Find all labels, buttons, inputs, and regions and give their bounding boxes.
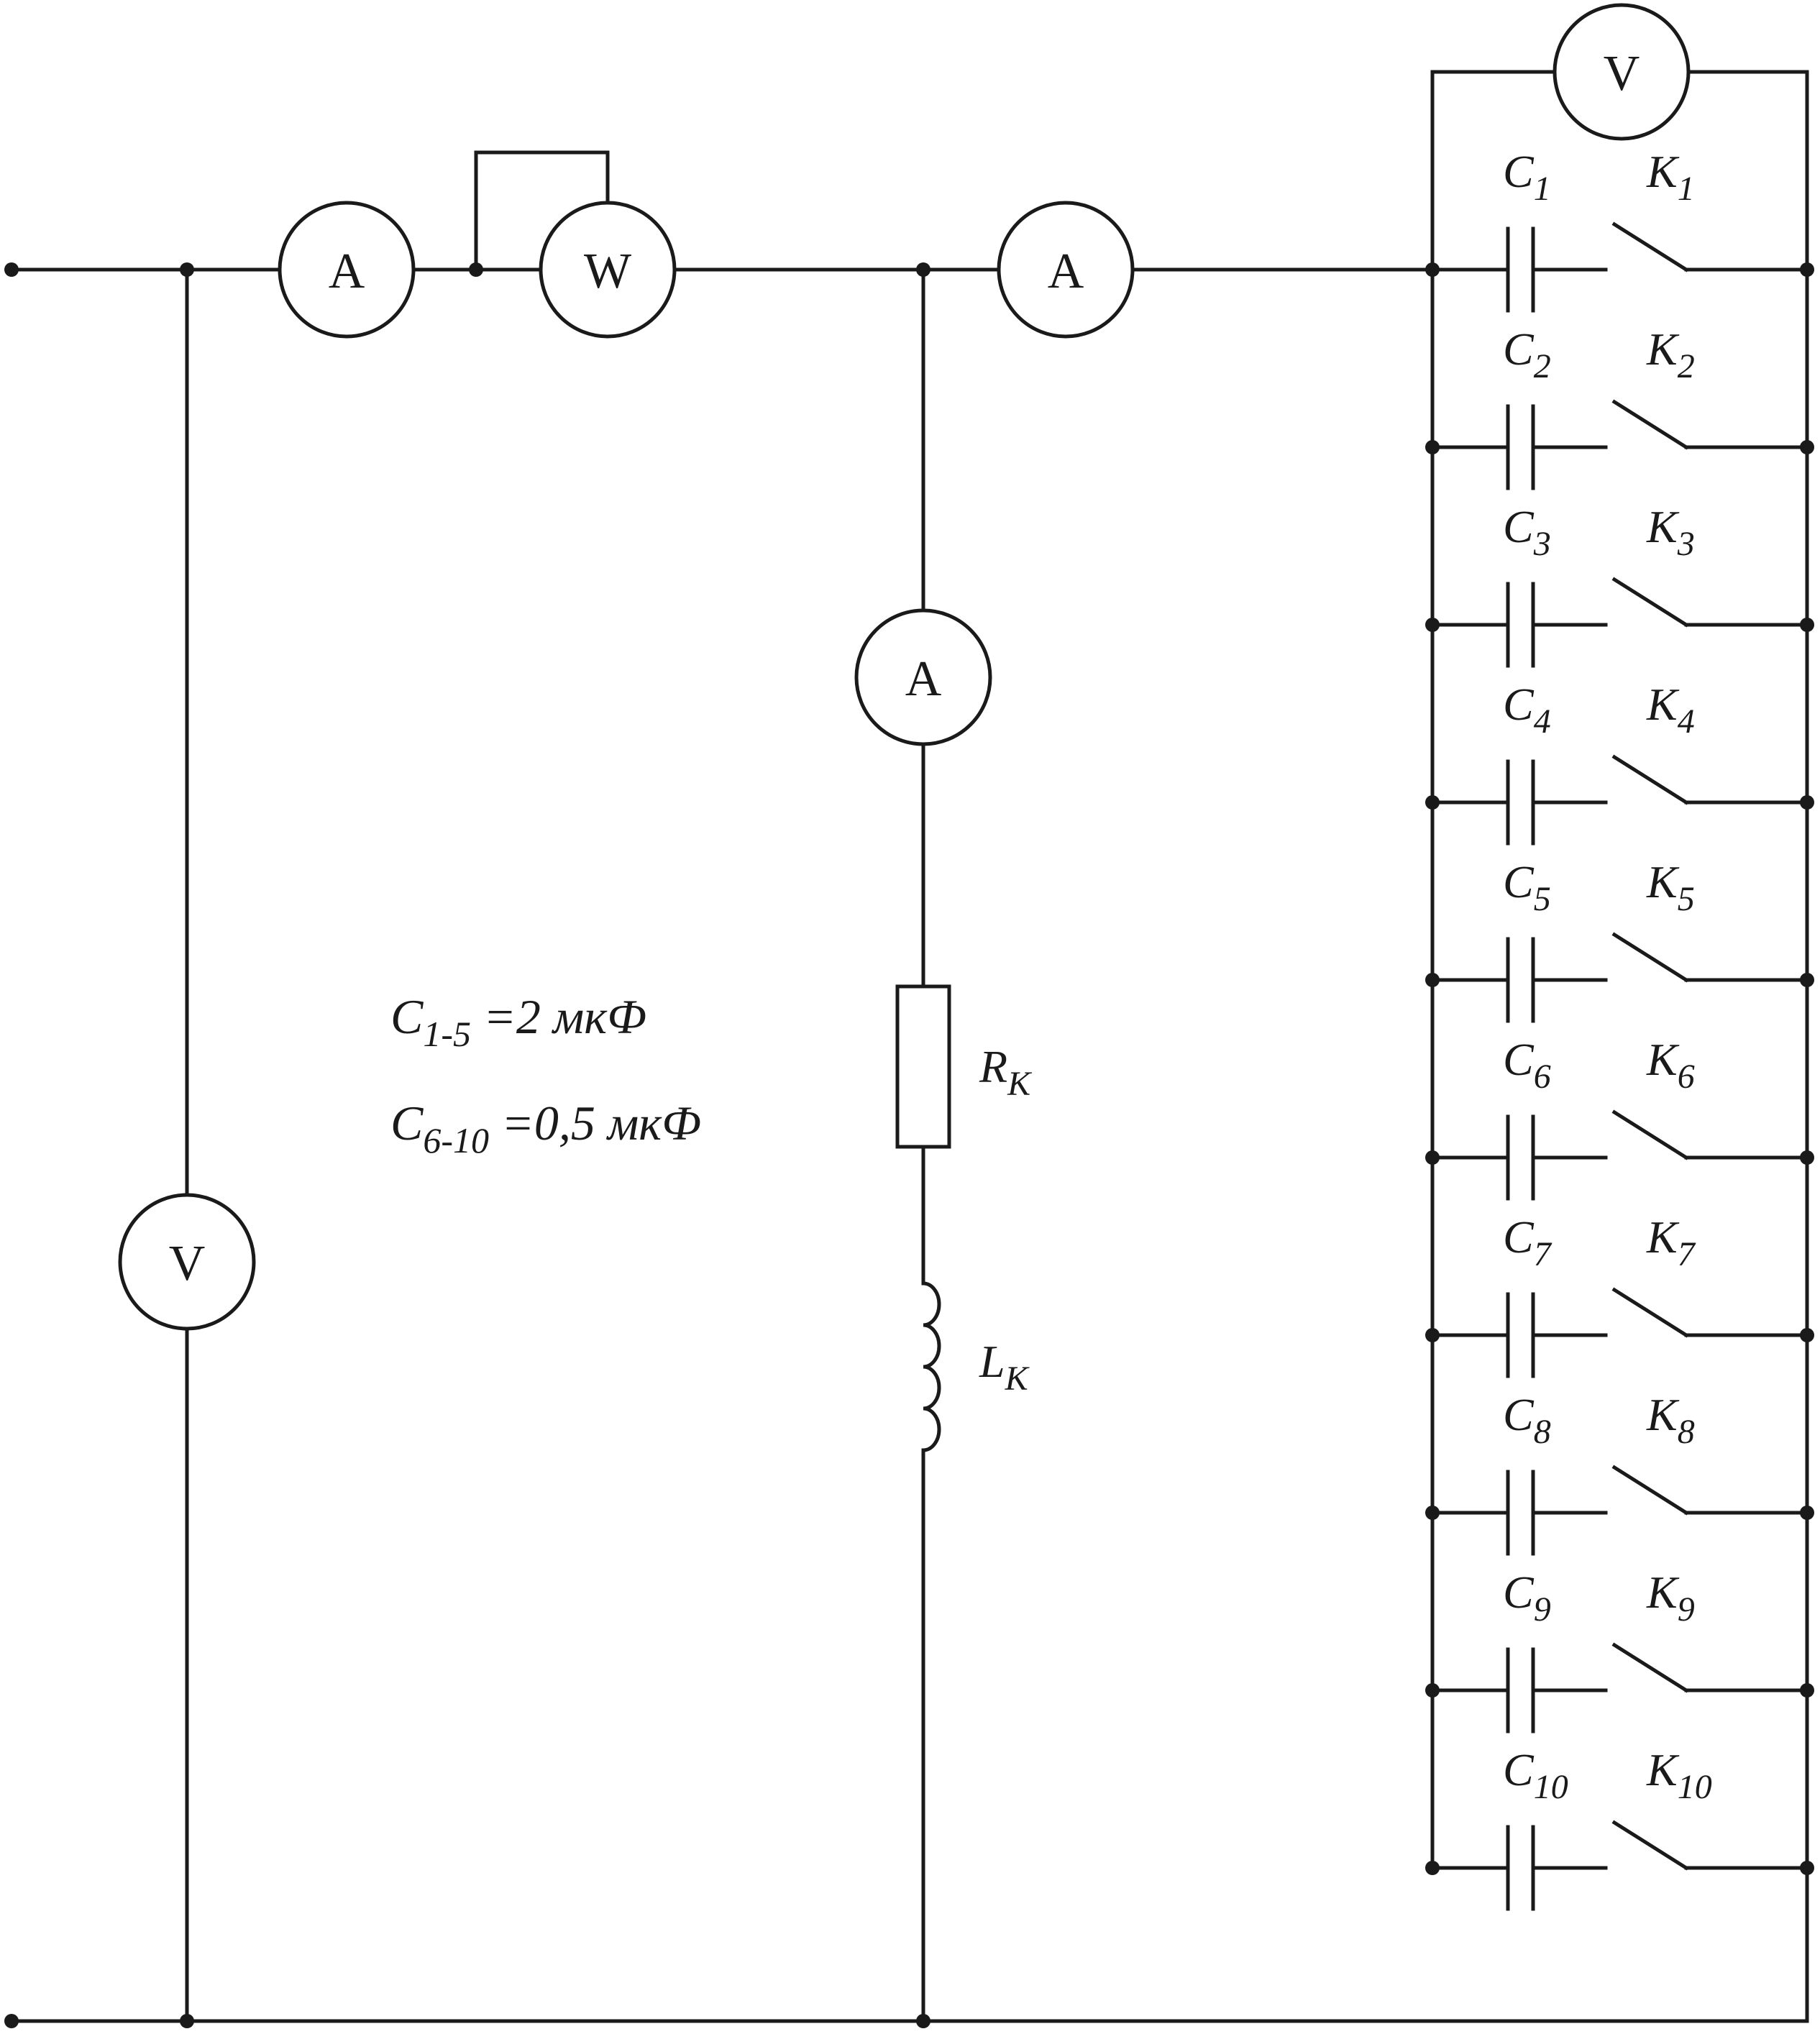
switch-label: K7 (1646, 1211, 1696, 1273)
junction-dot (1800, 1328, 1814, 1342)
voltmeter-capacitor-bank-label: V (1604, 46, 1640, 101)
switch-label: K4 (1646, 679, 1695, 741)
capacitor-label: C6 (1503, 1034, 1551, 1096)
switch-label: K9 (1646, 1567, 1695, 1628)
junction-dot (1800, 1683, 1814, 1698)
capacitor-branch: C5 K5 (1425, 856, 1814, 1023)
junction-dot (1425, 973, 1440, 987)
switch-blade (1611, 1465, 1689, 1516)
switch-blade (1611, 1287, 1689, 1338)
resistor-label: RK (979, 1041, 1033, 1103)
capacitance-note-2: C6-10 =0,5 мкФ (390, 1096, 701, 1160)
ammeter-main-label: A (329, 244, 365, 299)
capacitor-branch: C4 K4 (1425, 679, 1814, 846)
junction-dot (1800, 973, 1814, 987)
junction-dot (1800, 618, 1814, 632)
junction-dot (1425, 1150, 1440, 1165)
inductor-label: LK (979, 1336, 1030, 1398)
capacitor-label: C7 (1503, 1211, 1553, 1273)
capacitor-label: C1 (1503, 146, 1551, 208)
switch-blade (1611, 399, 1689, 450)
junction-dot (1800, 1861, 1814, 1875)
ammeter-coil-label: A (905, 651, 942, 707)
switch-blade (1611, 932, 1689, 983)
capacitor-label: C2 (1503, 324, 1551, 385)
switch-label: K1 (1646, 146, 1695, 208)
switch-label: K10 (1646, 1744, 1712, 1806)
junction-dot (1800, 262, 1814, 277)
junction-dot (1425, 618, 1440, 632)
junction-dots (4, 262, 930, 2028)
switch-label: K3 (1646, 501, 1695, 563)
junction-dot (1800, 440, 1814, 454)
ammeter-capacitor-bank-label: A (1048, 244, 1084, 299)
switch-blade (1611, 754, 1689, 805)
capacitor-branch: C6 K6 (1425, 1034, 1814, 1201)
capacitor-label: C10 (1503, 1744, 1568, 1806)
capacitor-branch: C2 K2 (1425, 324, 1814, 490)
capacitor-branch: C7 K7 (1425, 1211, 1814, 1378)
junction-dot (1425, 440, 1440, 454)
wattmeter-label: W (584, 244, 631, 299)
voltmeter-capacitor-bank: V (1553, 3, 1691, 141)
junction-dot (1800, 1506, 1814, 1520)
capacitor-label: C3 (1503, 501, 1551, 563)
ammeter-coil: A (854, 608, 992, 746)
coil-inductor: LK (921, 1281, 1030, 1455)
junction-dot (1425, 1861, 1440, 1875)
voltmeter-input-label: V (169, 1236, 206, 1291)
switch-blade (1611, 221, 1689, 272)
junction-dot (1425, 1506, 1440, 1520)
switch-label: K2 (1646, 324, 1695, 385)
capacitor-label: C5 (1503, 856, 1551, 918)
switch-blade (1611, 1642, 1689, 1693)
switch-label: K5 (1646, 856, 1695, 918)
switch-blade (1611, 1820, 1689, 1871)
capacitor-branch: C1 K1 (1425, 146, 1814, 313)
junction-dot (1425, 1683, 1440, 1698)
ammeter-capacitor-bank: A (997, 201, 1135, 339)
capacitor-branch: C3 K3 (1425, 501, 1814, 668)
capacitor-label: C8 (1503, 1389, 1551, 1451)
capacitor-label: C4 (1503, 679, 1551, 741)
switch-label: K8 (1646, 1389, 1695, 1451)
switch-label: K6 (1646, 1034, 1695, 1096)
junction-dot (1800, 1150, 1814, 1165)
capacitor-branch: C10 K10 (1425, 1744, 1814, 1911)
capacitance-note-1: C1-5 =2 мкФ (390, 989, 646, 1054)
junction-dot (1800, 795, 1814, 810)
ammeter-main: A (278, 201, 416, 339)
voltmeter-input: V (118, 1193, 256, 1331)
capacitor-branch: C9 K9 (1425, 1567, 1814, 1733)
junction-dot (1425, 795, 1440, 810)
switch-blade (1611, 577, 1689, 628)
switch-blade (1611, 1109, 1689, 1160)
capacitor-label: C9 (1503, 1567, 1551, 1628)
junction-dot (1425, 262, 1440, 277)
junction-dot (1425, 1328, 1440, 1342)
wattmeter: W (539, 201, 677, 339)
coil-resistor: RK (895, 984, 1033, 1149)
capacitor-branch: C8 K8 (1425, 1389, 1814, 1556)
